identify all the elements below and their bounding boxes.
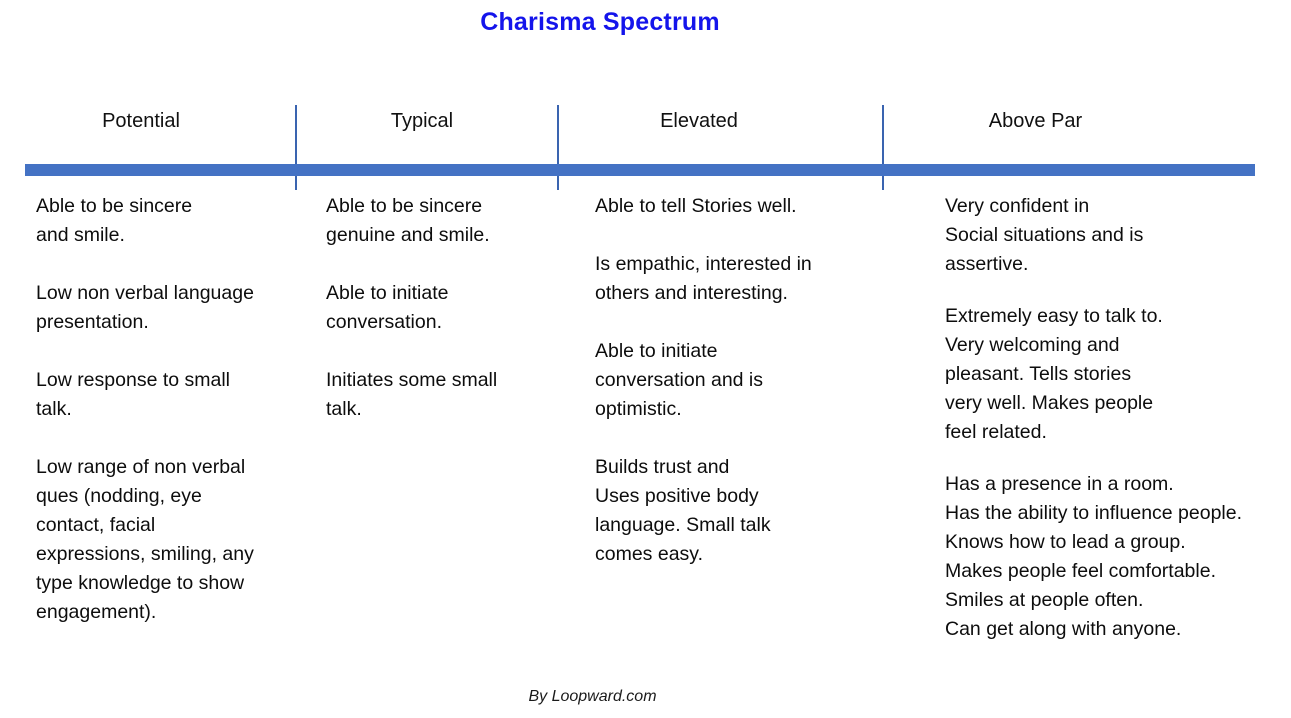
list-item: Able to be sincere genuine and smile. [326,195,490,246]
column-body-typical: Able to be sincere genuine and smile. Ab… [326,192,551,424]
column-header-typical: Typical [390,110,454,132]
list-item: Low range of non verbal ques (nodding, e… [36,456,254,623]
list-item: Builds trust and Uses positive body lang… [595,456,771,565]
column-body-elevated: Able to tell Stories well. Is empathic, … [595,192,875,569]
column-divider-3 [882,105,884,190]
column-header-potential: Potential [102,110,180,132]
column-header-elevated: Elevated [660,110,738,132]
column-body-above-par: Very confident in Social situations and … [945,192,1285,667]
list-item: Able to initiate conversation. [326,282,449,333]
attribution-footer: By Loopward.com [528,688,657,705]
list-item: Has a presence in a room. Has the abilit… [945,473,1243,640]
list-item: Able to be sincere and smile. [36,195,193,246]
spectrum-axis-bar [25,164,1255,176]
list-item: Able to tell Stories well. [595,195,797,217]
list-item: Low response to small talk. [36,369,231,420]
column-divider-1 [295,105,297,190]
list-item: Extremely easy to talk to. Very welcomin… [945,305,1163,443]
column-header-row: Potential Typical Elevated Above Par [0,110,1291,144]
list-item: Able to initiate conversation and is opt… [595,340,764,420]
list-item: Very confident in Social situations and … [945,195,1144,275]
spectrum-columns: Able to be sincere and smile. Low non ve… [0,192,1291,662]
list-item: Is empathic, interested in others and in… [595,253,812,304]
column-divider-2 [557,105,559,190]
list-item: Low non verbal language presentation. [36,282,254,333]
column-body-potential: Able to be sincere and smile. Low non ve… [36,192,306,627]
list-item: Initiates some small talk. [326,369,498,420]
column-header-above-par: Above Par [988,110,1083,132]
page-title: Charisma Spectrum [480,8,720,36]
